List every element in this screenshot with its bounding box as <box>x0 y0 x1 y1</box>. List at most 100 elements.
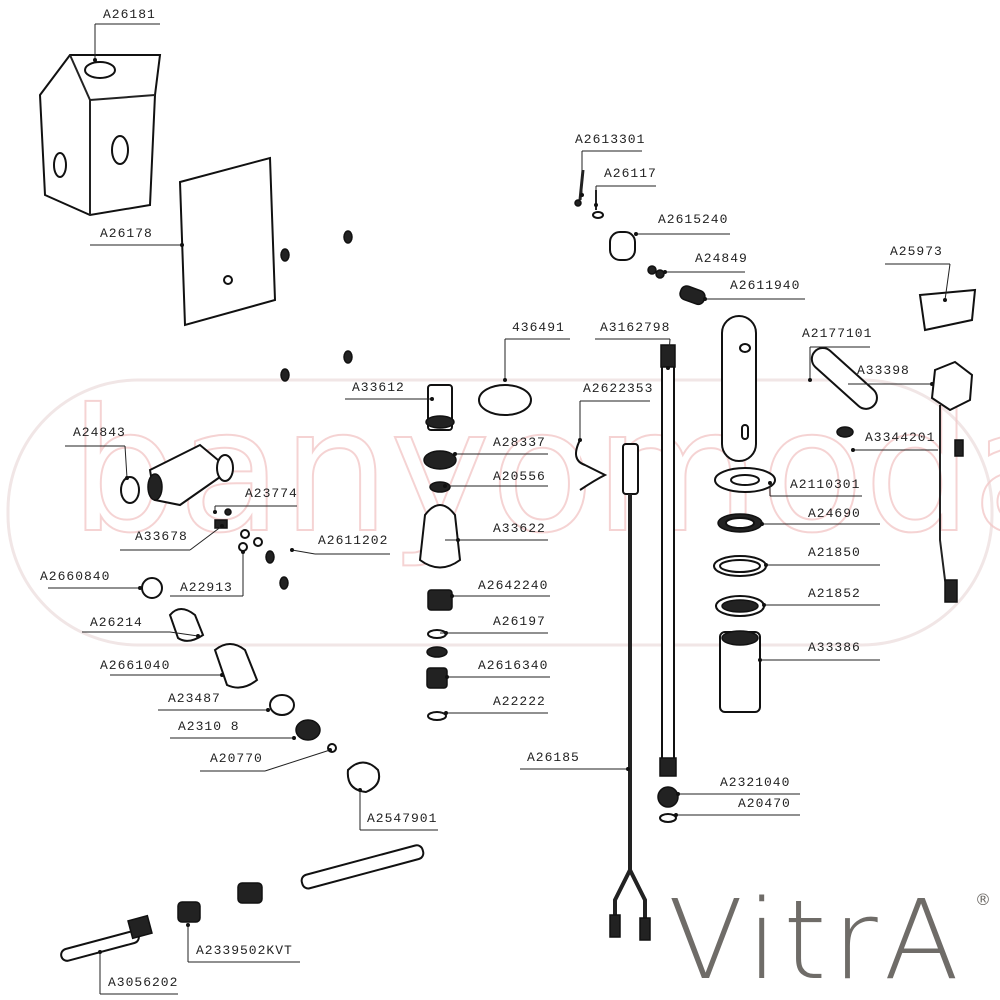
part-callout: A2177101 <box>802 326 872 382</box>
part-callout: A26197 <box>440 614 548 635</box>
arrowhead-icon <box>328 748 332 752</box>
leader-line <box>291 549 316 555</box>
part-number-label: A2615240 <box>658 212 728 227</box>
part-number-label: A26214 <box>90 615 143 630</box>
part-number-label: A24843 <box>73 425 126 440</box>
part-callout: A21850 <box>764 545 880 567</box>
part-number-label: A2321040 <box>720 775 790 790</box>
part-callout: A22222 <box>440 694 548 715</box>
part-callout: A2310 8 <box>170 719 296 740</box>
part-callout: A22913 <box>170 550 245 597</box>
part-number-label: A2642240 <box>478 578 548 593</box>
arrowhead-icon <box>453 452 457 456</box>
part-number-label: 436491 <box>512 320 565 335</box>
part-number-label: A26185 <box>527 750 580 765</box>
leader-line <box>124 445 128 479</box>
part-number-label: A2177101 <box>802 326 872 341</box>
mounting-plate <box>178 156 277 327</box>
part-number-label: A2110301 <box>790 477 860 492</box>
part-number-label: A21852 <box>808 586 861 601</box>
part-number-label: A26197 <box>493 614 546 629</box>
part-callout: A25973 <box>885 244 951 302</box>
part-callout: A2615240 <box>634 212 730 236</box>
registered-mark: ® <box>975 890 991 909</box>
arrowhead-icon <box>444 711 448 715</box>
part-callout: A24843 <box>65 425 129 480</box>
part-callout: A2321040 <box>676 775 800 796</box>
part-callout: A20770 <box>200 748 332 772</box>
part-number-label: A2611202 <box>318 533 388 548</box>
part-number-label: A33386 <box>808 640 861 655</box>
part-callout: A2616340 <box>440 658 550 679</box>
arrowhead-icon <box>445 675 449 679</box>
arrowhead-icon <box>196 634 200 638</box>
part-number-label: A33622 <box>493 521 546 536</box>
arrowhead-icon <box>663 270 667 274</box>
part-callout: A33386 <box>758 640 880 662</box>
part-number-label: A2622353 <box>583 381 653 396</box>
arrowhead-icon <box>703 297 707 301</box>
arrowhead-icon <box>186 923 190 927</box>
part-callout: A24690 <box>760 506 880 526</box>
part-number-label: A2613301 <box>575 132 645 147</box>
part-callout: A20556 <box>443 469 548 488</box>
arrowhead-icon <box>220 524 224 528</box>
spout-rings <box>713 467 776 713</box>
arrowhead-icon <box>180 243 184 247</box>
part-number-label: A33398 <box>857 363 910 378</box>
part-number-label: A2310 8 <box>178 719 240 734</box>
part-callout: 436491 <box>503 320 570 382</box>
part-callout: A2660840 <box>40 569 142 590</box>
part-number-label: A24690 <box>808 506 861 521</box>
part-number-label: A33678 <box>135 529 188 544</box>
arrowhead-icon <box>98 950 102 954</box>
arrowhead-icon <box>358 788 362 792</box>
part-callout: A26185 <box>520 750 630 771</box>
arrowhead-icon <box>580 193 584 197</box>
part-number-label: A23774 <box>245 486 298 501</box>
part-callout: A2547901 <box>358 788 438 831</box>
part-number-label: A3056202 <box>108 975 178 990</box>
arrowhead-icon <box>292 736 296 740</box>
part-number-label: A21850 <box>808 545 861 560</box>
arrowhead-icon <box>456 538 460 542</box>
arrowhead-icon <box>930 382 934 386</box>
part-number-label: A22222 <box>493 694 546 709</box>
part-number-label: A24849 <box>695 251 748 266</box>
arrowhead-icon <box>213 510 217 514</box>
part-number-label: A26117 <box>604 166 657 181</box>
part-number-label: A2661040 <box>100 658 170 673</box>
arrowhead-icon <box>666 366 670 370</box>
part-number-label: A3162798 <box>600 320 670 335</box>
part-callout: A2339502KVT <box>186 923 300 963</box>
leader-line <box>264 749 331 772</box>
part-callout: A33398 <box>848 363 934 386</box>
arrowhead-icon <box>290 548 294 552</box>
arrowhead-icon <box>943 298 947 302</box>
part-callout: A23774 <box>213 486 298 514</box>
part-callout: A26214 <box>82 615 200 638</box>
mixing-cartridge-parts <box>120 443 381 794</box>
arrowhead-icon <box>768 481 772 485</box>
arrowhead-icon <box>450 594 454 598</box>
part-callout: A33622 <box>445 521 548 542</box>
arrowhead-icon <box>503 378 507 382</box>
part-number-label: A3344201 <box>865 430 935 445</box>
part-number-label: A20556 <box>493 469 546 484</box>
arrowhead-icon <box>758 658 762 662</box>
arrowhead-icon <box>241 550 245 554</box>
part-number-label: A26181 <box>103 7 156 22</box>
vitra-logo: VitrA ® <box>668 876 991 1000</box>
arrowhead-icon <box>93 58 97 62</box>
part-callout: A2611202 <box>290 533 390 555</box>
part-number-label: A2660840 <box>40 569 110 584</box>
part-callout: A23487 <box>158 691 270 712</box>
part-callout: A33678 <box>120 524 224 551</box>
leader-line <box>189 525 223 551</box>
part-callout: A26178 <box>90 226 184 247</box>
part-number-label: A2547901 <box>367 811 437 826</box>
part-number-label: A28337 <box>493 435 546 450</box>
part-callout: A33612 <box>345 380 434 401</box>
part-callout: A2622353 <box>578 381 653 442</box>
